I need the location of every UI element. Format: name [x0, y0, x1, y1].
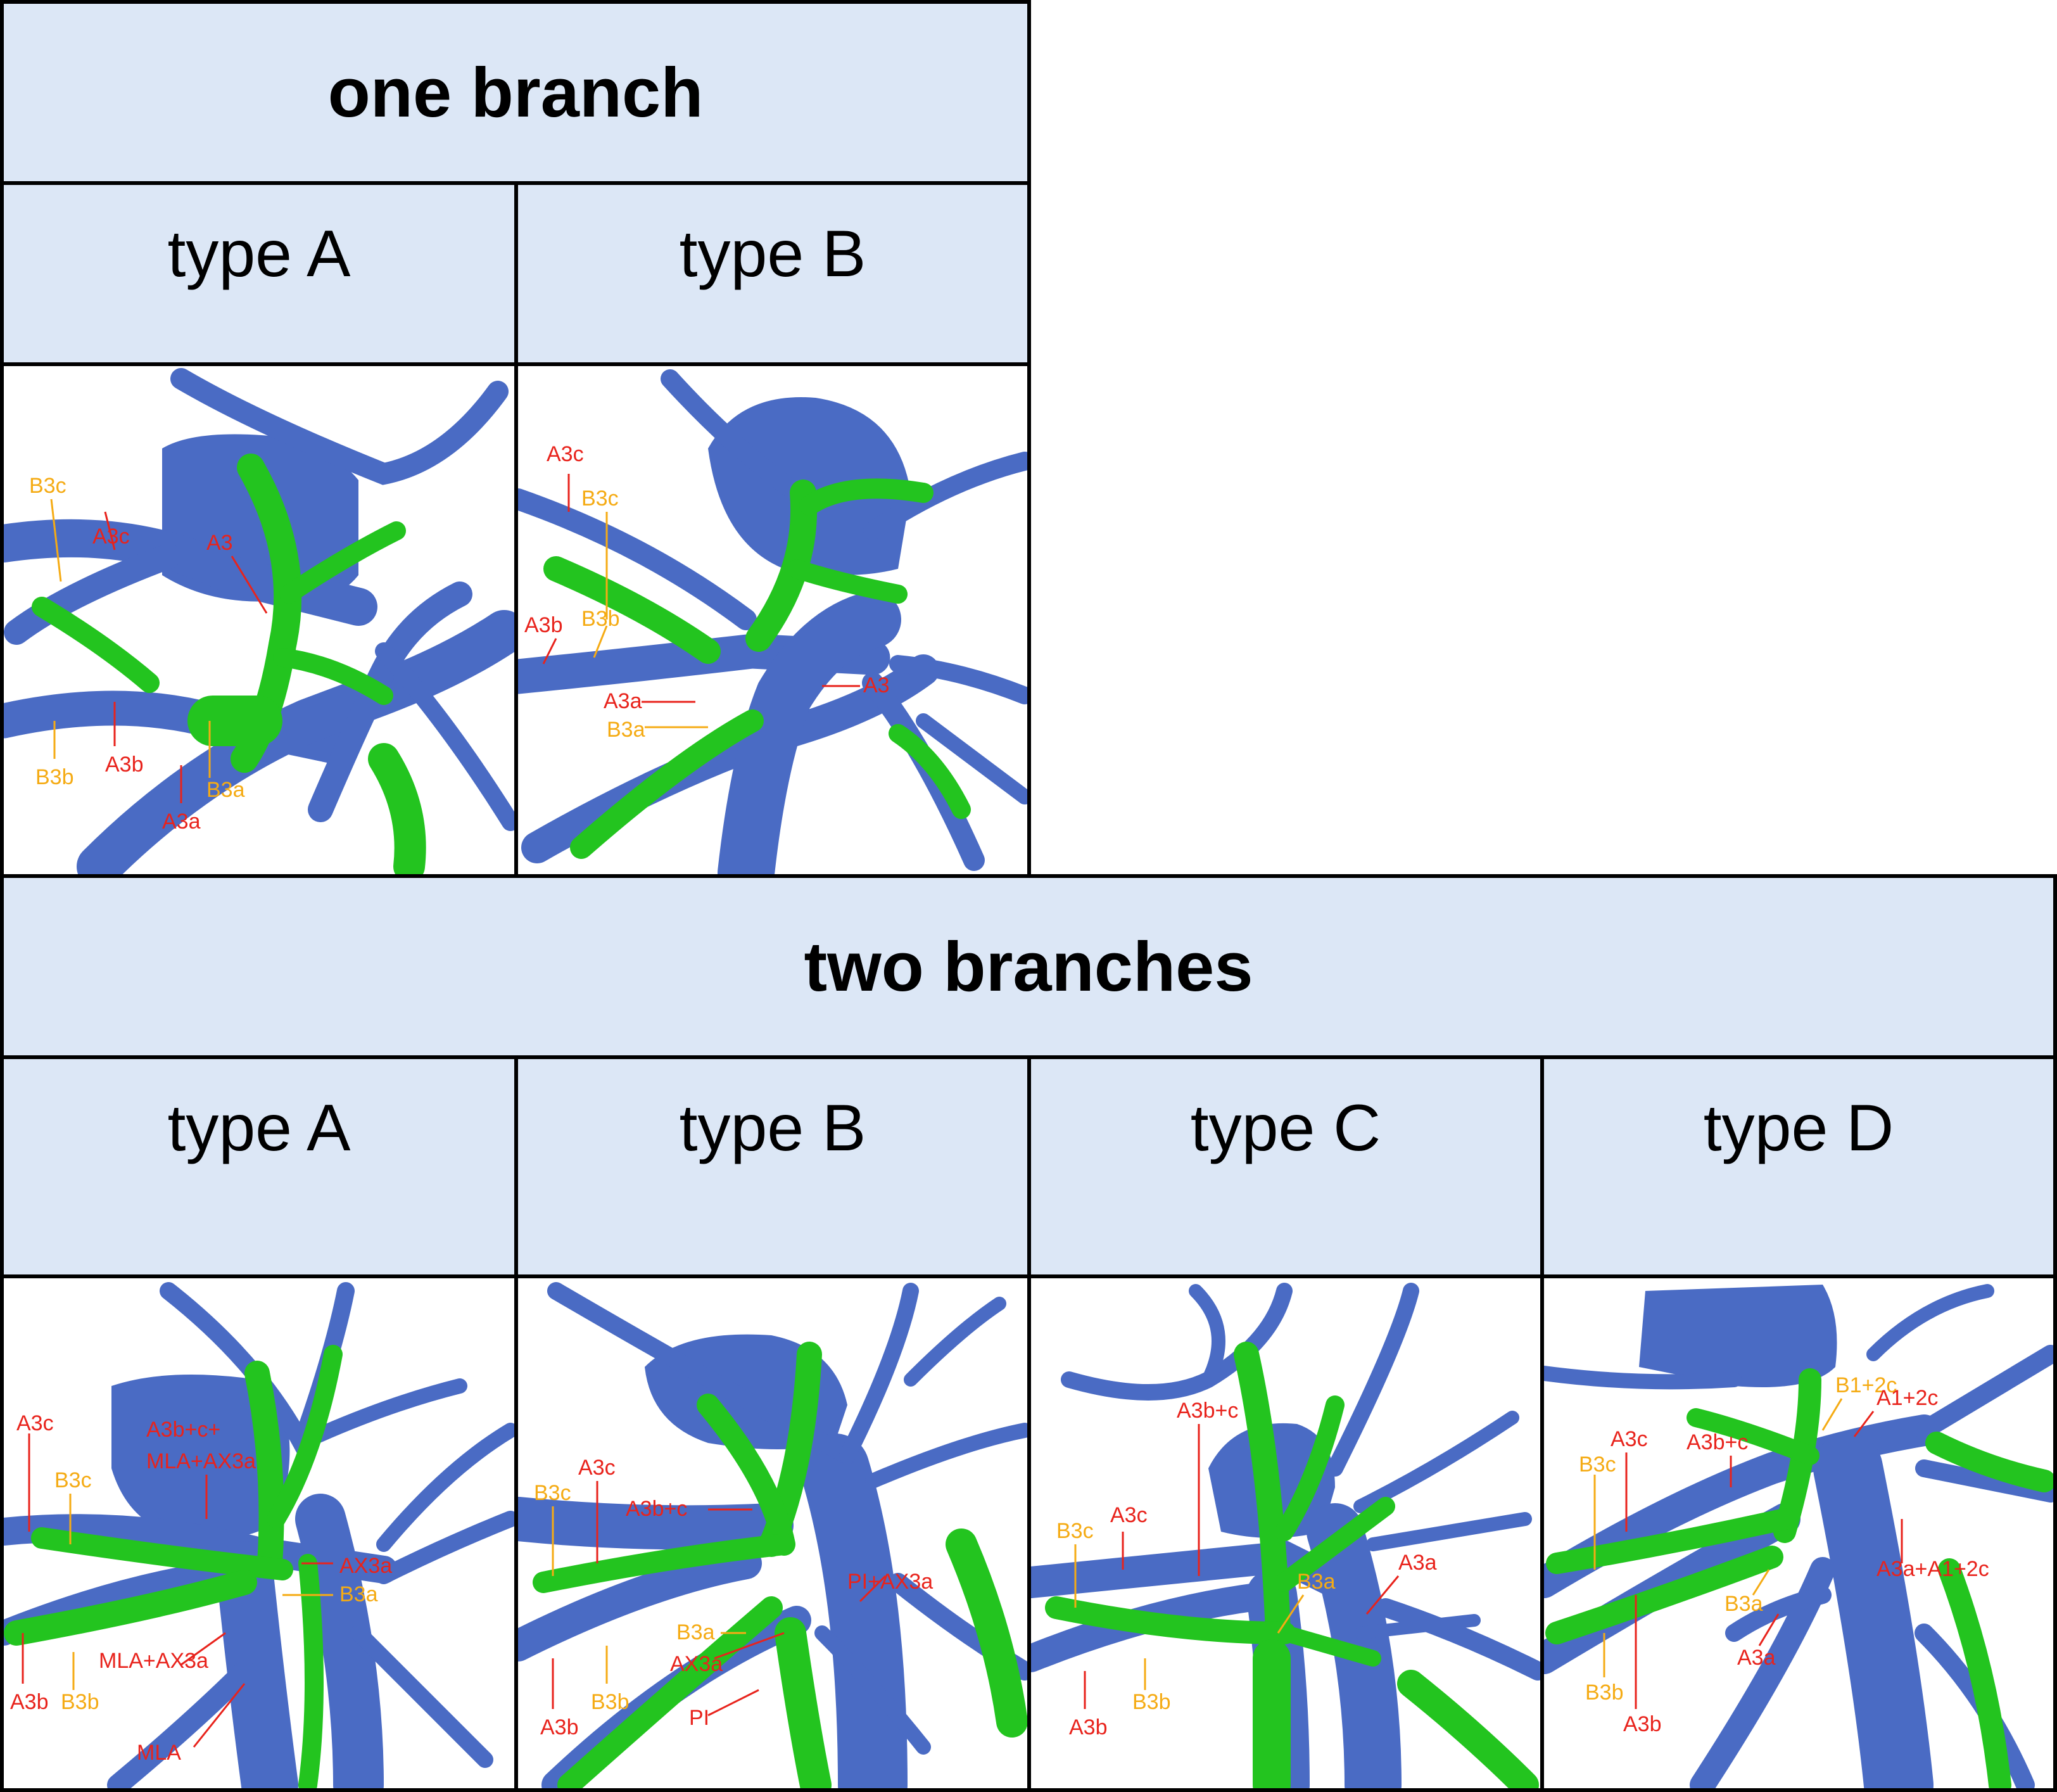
label-mla-ax3a: MLA+AX3a — [146, 1449, 256, 1473]
label-a12c: A1+2c — [1877, 1386, 1938, 1410]
vessel-render: A3c A3b+c+ MLA+AX3a B3c AX3a B3a MLA+AX3… — [4, 1282, 514, 1788]
panel-two-type-c: A3b+c A3c B3c B3a A3a B3b A3b — [1027, 1274, 1544, 1792]
label-mla-ax3a-2: MLA+AX3a — [99, 1649, 208, 1673]
label-b3c: B3c — [29, 474, 66, 498]
label-a3b: A3b — [1623, 1712, 1662, 1736]
label-ax3a: AX3a — [670, 1652, 723, 1676]
label-b3c: B3c — [581, 486, 619, 511]
column-header-two-type-c: type C — [1027, 1055, 1544, 1278]
label-b3b: B3b — [35, 765, 74, 789]
label-b3c: B3c — [534, 1481, 571, 1505]
label-mla: MLA — [137, 1741, 181, 1765]
column-header-two-type-b: type B — [514, 1055, 1031, 1278]
label-a3bc: A3b+c — [1687, 1430, 1748, 1454]
label-a3: A3 — [863, 673, 890, 697]
label-a3c: A3c — [1110, 1503, 1148, 1527]
label-b3a: B3a — [1725, 1592, 1763, 1616]
label-a3a: A3a — [1737, 1646, 1776, 1670]
label-a3bc: A3b+c+ — [146, 1418, 220, 1442]
type-title: type D — [1703, 1091, 1894, 1165]
label-a3a: A3a — [162, 810, 201, 834]
section-header-two-branches: two branches — [0, 874, 2057, 1059]
label-b3b: B3b — [591, 1690, 630, 1714]
vessel-render: A3c B3c A3b+c PI+AX3a B3a AX3a PI A3b B3… — [518, 1282, 1027, 1788]
vessel-render: A3c B3c A3b B3b A3a A3 B3a — [518, 369, 1027, 874]
column-header-two-type-a: type A — [0, 1055, 518, 1278]
label-b3b: B3b — [61, 1690, 99, 1714]
column-header-one-type-a: type A — [0, 181, 518, 366]
label-b3a: B3a — [676, 1620, 715, 1644]
label-a3c: A3c — [547, 442, 584, 466]
type-title: type C — [1190, 1091, 1381, 1165]
label-b3c: B3c — [54, 1468, 92, 1492]
label-a3c: A3c — [16, 1411, 54, 1435]
section-title-one-branch: one branch — [327, 53, 704, 132]
panel-one-type-a: B3c A3c A3 B3b A3b B3a A3a — [0, 362, 518, 878]
panel-two-type-b: A3c B3c A3b+c PI+AX3a B3a AX3a PI A3b B3… — [514, 1274, 1031, 1792]
section-header-one-branch: one branch — [0, 0, 1031, 185]
label-pi: PI — [689, 1706, 709, 1730]
type-title: type A — [167, 217, 351, 291]
panel-one-type-b: A3c B3c A3b B3b A3a A3 B3a — [514, 362, 1031, 878]
label-a3c: A3c — [1611, 1427, 1648, 1451]
label-b12c: B1+2c — [1835, 1373, 1897, 1397]
panel-two-type-a: A3c A3b+c+ MLA+AX3a B3c AX3a B3a MLA+AX3… — [0, 1274, 518, 1792]
vessel-render: B1+2c A1+2c A3c A3b+c B3c A3a+A1+2c B3a … — [1544, 1284, 2053, 1788]
label-b3c: B3c — [1056, 1519, 1094, 1543]
label-a3b: A3b — [10, 1690, 49, 1714]
label-a3b: A3b — [105, 753, 144, 777]
column-header-two-type-d: type D — [1540, 1055, 2057, 1278]
label-b3b: B3b — [1132, 1690, 1171, 1714]
label-a3c: A3c — [92, 524, 130, 549]
label-ax3a: AX3a — [339, 1554, 392, 1578]
label-a3bc: A3b+c — [626, 1497, 687, 1521]
type-title: type A — [167, 1091, 351, 1165]
label-b3a: B3a — [339, 1582, 378, 1606]
vessel-render: B3c A3c A3 B3b A3b B3a A3a — [4, 368, 514, 874]
label-pi-ax3a: PI+AX3a — [847, 1570, 933, 1594]
label-b3a: B3a — [206, 778, 245, 802]
label-b3b: B3b — [1585, 1681, 1624, 1705]
label-a3a: A3a — [604, 689, 642, 713]
type-title: type B — [679, 217, 866, 291]
type-title: type B — [679, 1091, 866, 1165]
vessel-render: A3b+c A3c B3c B3a A3a B3b A3b — [1031, 1283, 1540, 1788]
label-b3c: B3c — [1579, 1452, 1616, 1477]
panel-two-type-d: B1+2c A1+2c A3c A3b+c B3c A3a+A1+2c B3a … — [1540, 1274, 2057, 1792]
section-title-two-branches: two branches — [804, 927, 1253, 1006]
label-a3a-a12c: A3a+A1+2c — [1877, 1557, 1989, 1581]
label-a3b: A3b — [524, 613, 563, 637]
label-b3a: B3a — [1297, 1570, 1336, 1594]
label-a3a: A3a — [1398, 1551, 1437, 1575]
label-b3b: B3b — [581, 607, 620, 631]
label-a3: A3 — [206, 531, 233, 555]
label-a3c: A3c — [578, 1456, 616, 1480]
label-a3b: A3b — [1069, 1715, 1108, 1739]
column-header-one-type-b: type B — [514, 181, 1031, 366]
label-a3b: A3b — [540, 1715, 579, 1739]
label-b3a: B3a — [607, 718, 645, 742]
label-a3bc: A3b+c — [1177, 1399, 1238, 1423]
